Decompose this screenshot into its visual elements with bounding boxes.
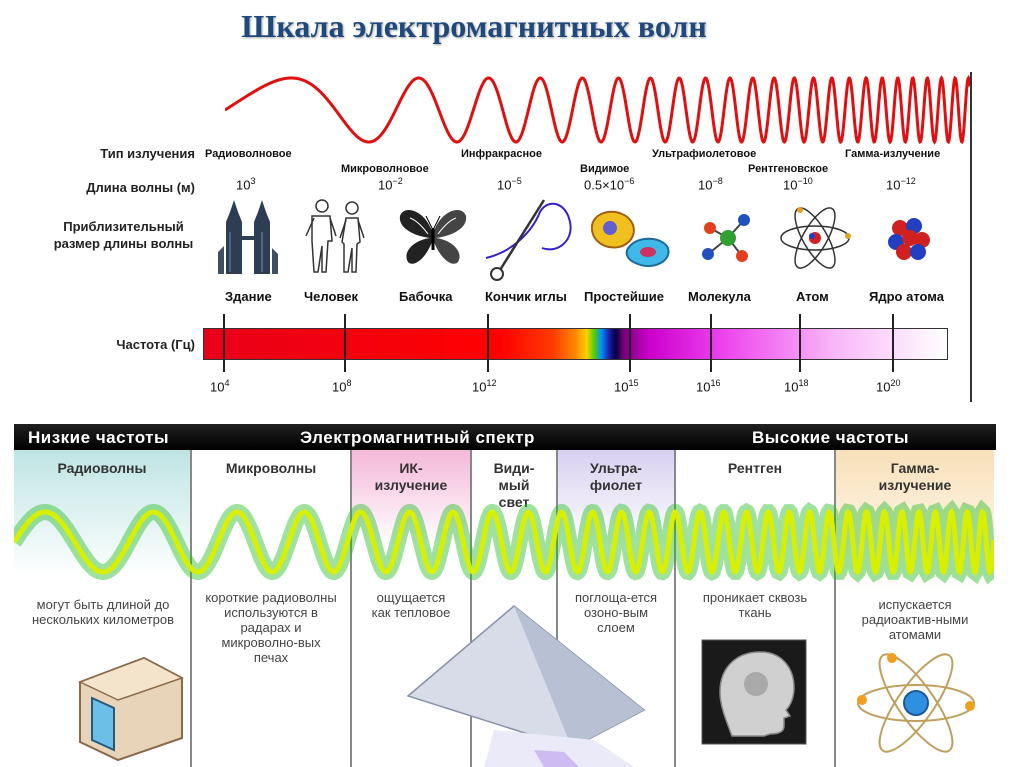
- prism-icon: [406, 605, 646, 767]
- frequency-spectrum-bar: [203, 328, 948, 360]
- frequency-label: 1012: [472, 378, 497, 395]
- molecule-icon: [702, 214, 750, 262]
- frequency-tick: [344, 314, 346, 372]
- needle-icon: [485, 199, 572, 281]
- type-label-infrared: Инфракрасное: [461, 148, 542, 160]
- xray-head-icon: [701, 639, 807, 745]
- spectrum-header-band: [14, 424, 996, 450]
- column-desc-xray: проникает сквозь ткань: [702, 590, 808, 620]
- type-label-microwave: Микроволновое: [341, 163, 429, 175]
- object-label-building: Здание: [225, 289, 272, 304]
- column-title-xray: Рентген: [727, 460, 783, 476]
- frequency-label: 1018: [784, 378, 809, 395]
- row-label-wavelength: Длина волны (м): [86, 180, 195, 195]
- column-title-gamma: Гамма-излучение: [878, 460, 952, 493]
- wavelength-label: 10−2: [378, 176, 403, 193]
- atom-icon: [780, 207, 851, 269]
- column-desc-microwave: короткие радиоволны используются в радар…: [205, 590, 337, 665]
- column-desc-infrared: ощущается как тепловое: [371, 590, 451, 620]
- column-title-microwave: Микроволны: [225, 460, 317, 476]
- wavelength-label: 10−12: [886, 176, 916, 193]
- panel-border: [970, 72, 972, 402]
- frequency-tick: [223, 314, 225, 372]
- column-desc-ultraviolet: поглоща-ется озоно-вым слоем: [574, 590, 658, 635]
- header-low-frequencies: Низкие частоты: [28, 428, 169, 447]
- column-title-radio: Радиоволны: [57, 460, 147, 476]
- atom-icon: [857, 653, 975, 753]
- type-label-ultraviolet: Ультрафиолетовое: [652, 148, 757, 160]
- glow-wave-core: [14, 508, 994, 576]
- wavelength-label: 103: [236, 176, 256, 193]
- column-title-infrared: ИК-излучение: [374, 460, 448, 493]
- object-label-molecule: Молекула: [688, 289, 751, 304]
- row-label-frequency: Частота (Гц): [116, 337, 195, 352]
- type-label-gamma: Гамма-излучение: [845, 148, 941, 160]
- frequency-label: 1020: [876, 378, 901, 395]
- frequency-tick: [799, 314, 801, 372]
- column-desc-gamma: испускается радиоактив-ными атомами: [861, 597, 969, 642]
- frequency-label: 108: [332, 378, 352, 395]
- frequency-label: 1015: [614, 378, 639, 395]
- butterfly-icon: [399, 210, 467, 264]
- row-label-size: Приблизительный размер длины волны: [53, 219, 194, 251]
- object-label-atom: Атом: [796, 289, 829, 304]
- object-label-butterfly: Бабочка: [399, 289, 453, 304]
- object-label-protozoa: Простейшие: [584, 289, 664, 304]
- type-label-radio: Радиоволновое: [205, 148, 292, 160]
- frequency-tick: [892, 314, 894, 372]
- wavelength-label: 10−5: [497, 176, 522, 193]
- wave-illustration: [225, 74, 970, 145]
- column-title-visible: Види-мый свет: [493, 460, 535, 510]
- object-label-human: Человек: [304, 289, 358, 304]
- frequency-tick: [710, 314, 712, 372]
- type-label-xray: Рентгеновское: [748, 163, 829, 175]
- frequency-label: 1016: [696, 378, 721, 395]
- protozoa-icon: [590, 210, 670, 267]
- column-desc-radio: могут быть длиной до нескольких километр…: [31, 597, 175, 627]
- object-label-nucleus: Ядро атома: [869, 289, 944, 304]
- column-infrared: [352, 450, 472, 767]
- frequency-tick: [629, 314, 631, 372]
- type-label-visible: Видимое: [580, 163, 630, 175]
- wavelength-label: 10−10: [783, 176, 813, 193]
- page-title: Шкала электромагнитных волн: [241, 8, 707, 44]
- spectrum-wave-illustration: [14, 499, 994, 585]
- column-title-ultraviolet: Ультра-фиолет: [589, 460, 643, 493]
- frequency-label: 104: [210, 378, 230, 395]
- row-label-type: Тип излучения: [100, 146, 195, 161]
- header-spectrum-title: Электромагнитный спектр: [300, 428, 535, 447]
- human-icon: [305, 199, 365, 273]
- column-microwave: [192, 450, 352, 767]
- red-wave-path: [225, 74, 970, 145]
- wavelength-label: 10−8: [698, 176, 723, 193]
- building-icon: [218, 200, 278, 274]
- object-label-needle: Кончик иглы: [485, 289, 567, 304]
- tv-icon: [78, 656, 184, 762]
- wavelength-label: 0.5×10−6: [584, 176, 635, 193]
- header-high-frequencies: Высокие частоты: [752, 428, 909, 447]
- frequency-tick: [487, 314, 489, 372]
- nucleus-icon: [888, 218, 930, 260]
